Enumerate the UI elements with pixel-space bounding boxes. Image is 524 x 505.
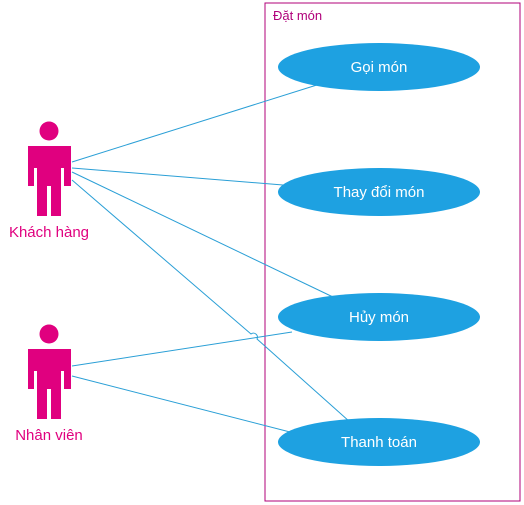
person-icon <box>28 324 71 419</box>
system-boundary-title: Đặt món <box>273 8 322 23</box>
association-khach-hang-huy-mon <box>71 171 334 298</box>
use-case-label: Gọi món <box>351 59 408 76</box>
actor-label: Khách hàng <box>9 224 89 241</box>
association-khach-hang-thay-doi-mon <box>71 167 284 186</box>
system-boundary <box>264 2 521 502</box>
association-khach-hang-thanh-toan <box>71 179 351 423</box>
actor-khach-hang: Khách hàng <box>9 121 89 241</box>
association-khach-hang-goi-mon <box>71 83 321 163</box>
use-case-label: Thanh toán <box>341 434 417 451</box>
use-case-label: Hủy món <box>349 309 409 326</box>
association-nhan-vien-thanh-toan <box>71 375 291 433</box>
use-case-label: Thay đổi món <box>334 184 425 201</box>
use-case-thanh-toan: Thanh toán <box>278 418 480 466</box>
actor-label: Nhân viên <box>15 427 83 444</box>
person-icon <box>28 121 71 216</box>
use-case-goi-mon: Gọi món <box>278 43 480 91</box>
use-case-huy-mon: Hủy món <box>278 293 480 341</box>
association-nhan-vien-huy-mon <box>71 331 293 367</box>
use-case-thay-doi-mon: Thay đổi món <box>278 168 480 216</box>
actor-nhan-vien: Nhân viên <box>15 324 83 444</box>
